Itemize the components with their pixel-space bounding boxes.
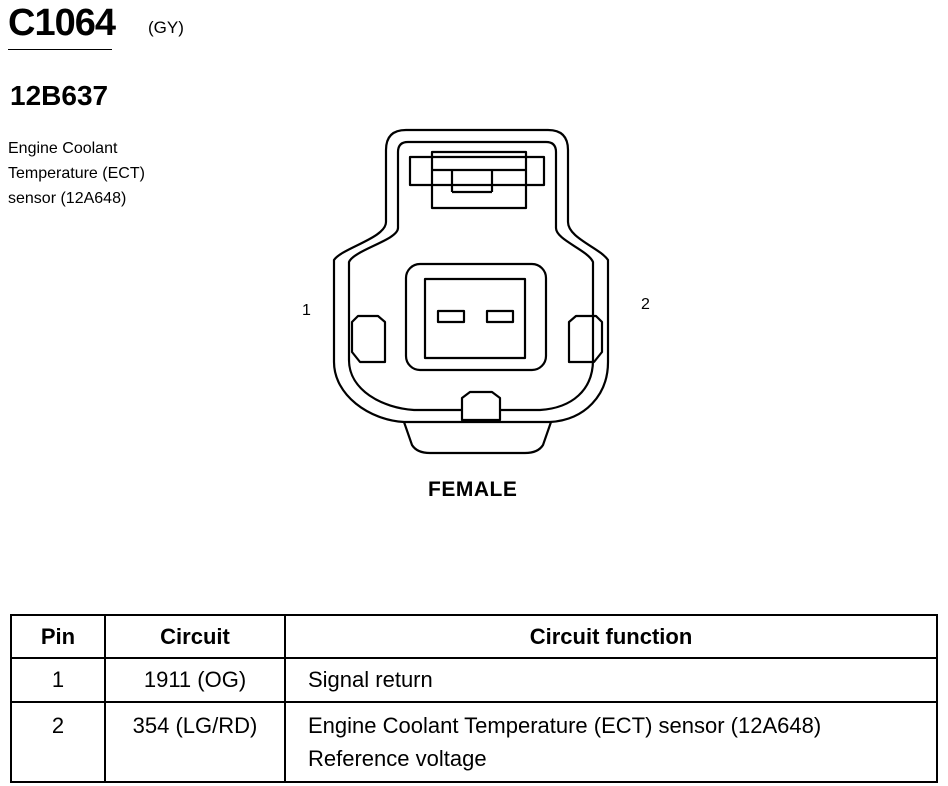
pin-label-1: 1 — [302, 302, 311, 319]
header-circuit: Circuit — [104, 614, 286, 659]
connector-gender: FEMALE — [428, 478, 518, 501]
terminal-cavity-outer — [404, 262, 548, 372]
table-row: 2 354 (LG/RD) Engine Coolant Temperature… — [10, 701, 938, 783]
part-number: 12B637 — [10, 80, 109, 111]
header-circuit-function: Circuit function — [284, 614, 938, 659]
header-pin: Pin — [10, 614, 106, 659]
cell-circuit-function: Signal return — [284, 657, 938, 703]
connector-id: C1064 — [8, 2, 116, 44]
cell-circuit-function: Engine Coolant Temperature (ECT) sensor … — [284, 701, 938, 783]
latch-outer — [408, 155, 546, 187]
pin-label-2: 2 — [641, 296, 650, 313]
function-line: Signal return — [308, 667, 433, 692]
cell-circuit: 1911 (OG) — [104, 657, 286, 703]
side-key-left — [350, 314, 387, 364]
side-key-right — [567, 314, 604, 364]
connector-inner-shell — [347, 140, 595, 412]
latch-body — [430, 150, 528, 210]
terminal-pin-2 — [485, 309, 515, 324]
table-header-row: Pin Circuit Circuit function — [10, 614, 938, 659]
pinout-table: Pin Circuit Circuit function 1 1911 (OG)… — [10, 614, 938, 783]
function-line: Reference voltage — [308, 746, 487, 771]
connector-bottom-skirt — [402, 421, 553, 455]
terminal-pin-1 — [436, 309, 466, 324]
cell-circuit: 354 (LG/RD) — [104, 701, 286, 783]
bottom-key-notch — [460, 390, 502, 422]
description-line: Temperature (ECT) — [8, 165, 145, 182]
function-line: Engine Coolant Temperature (ECT) sensor … — [308, 713, 822, 738]
title-underline — [8, 49, 112, 50]
connector-color: (GY) — [148, 18, 184, 37]
terminal-cavity-inner — [423, 277, 527, 360]
table-row: 1 1911 (OG) Signal return — [10, 657, 938, 703]
cell-pin: 1 — [10, 657, 106, 703]
connector-outer-shell — [332, 128, 610, 424]
description-line: sensor (12A648) — [8, 190, 127, 207]
connector-face-diagram — [332, 128, 610, 455]
description-line: Engine Coolant — [8, 140, 118, 157]
connector-description: Engine Coolant Temperature (ECT) sensor … — [8, 136, 145, 211]
cell-pin: 2 — [10, 701, 106, 783]
